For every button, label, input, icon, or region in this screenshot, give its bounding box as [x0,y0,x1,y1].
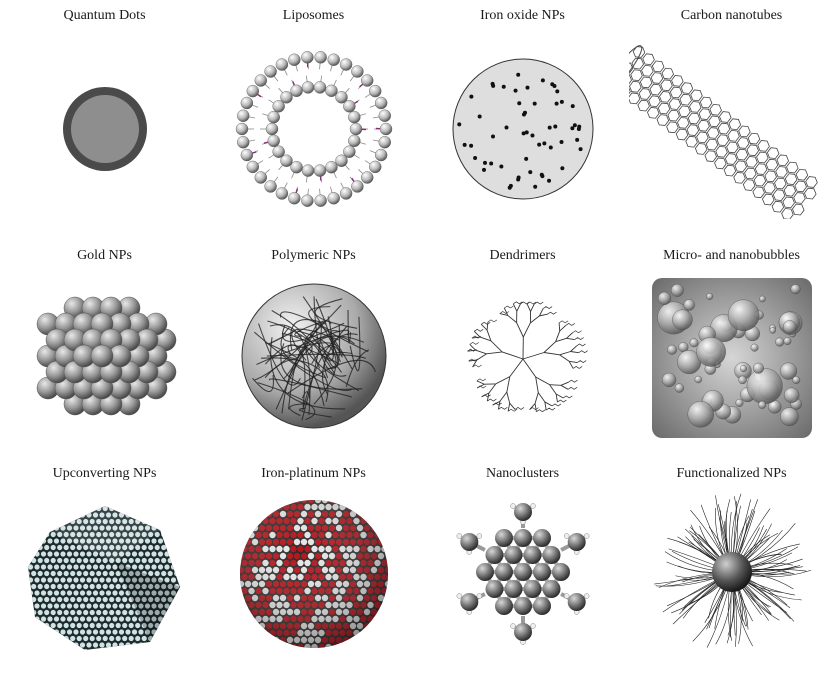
liposome-illustration [209,34,418,224]
upconverting-np-illustration [0,492,209,682]
panel-iron-platinum-nps: Iron-platinum NPs [209,458,418,661]
label-upconverting-nps: Upconverting NPs [0,466,209,482]
quantum-dot-illustration [0,34,209,224]
label-liposomes: Liposomes [209,8,418,24]
iron-oxide-illustration [418,34,627,224]
label-carbon-nanotubes: Carbon nanotubes [627,8,836,24]
iron-platinum-np-illustration [209,492,418,682]
panel-functionalized-nps: Functionalized NPs [627,458,836,661]
nanocluster-illustration [418,492,627,682]
polymeric-np-illustration [209,274,418,464]
panel-upconverting-nps: Upconverting NPs [0,458,209,661]
panel-micro-nanobubbles: Micro- and nanobubbles [627,240,836,450]
gold-np-illustration [0,274,209,464]
label-functionalized-nps: Functionalized NPs [627,466,836,482]
panel-liposomes: Liposomes [209,0,418,220]
label-quantum-dots: Quantum Dots [0,8,209,24]
label-micro-nanobubbles: Micro- and nanobubbles [627,248,836,264]
panel-carbon-nanotubes: Carbon nanotubes [627,0,836,220]
dendrimer-illustration [418,274,627,464]
functionalized-np-illustration [627,492,836,682]
panel-nanoclusters: Nanoclusters [418,458,627,661]
label-polymeric-nps: Polymeric NPs [209,248,418,264]
panel-iron-oxide: Iron oxide NPs [418,0,627,220]
label-iron-platinum-nps: Iron-platinum NPs [209,466,418,482]
panel-polymeric-nps: Polymeric NPs [209,240,418,450]
panel-gold-nps: Gold NPs [0,240,209,450]
carbon-nanotube-illustration [627,34,836,224]
panel-quantum-dots: Quantum Dots [0,0,209,220]
label-dendrimers: Dendrimers [418,248,627,264]
label-iron-oxide: Iron oxide NPs [418,8,627,24]
panel-dendrimers: Dendrimers [418,240,627,450]
label-nanoclusters: Nanoclusters [418,466,627,482]
label-gold-nps: Gold NPs [0,248,209,264]
bubbles-illustration [627,274,836,464]
